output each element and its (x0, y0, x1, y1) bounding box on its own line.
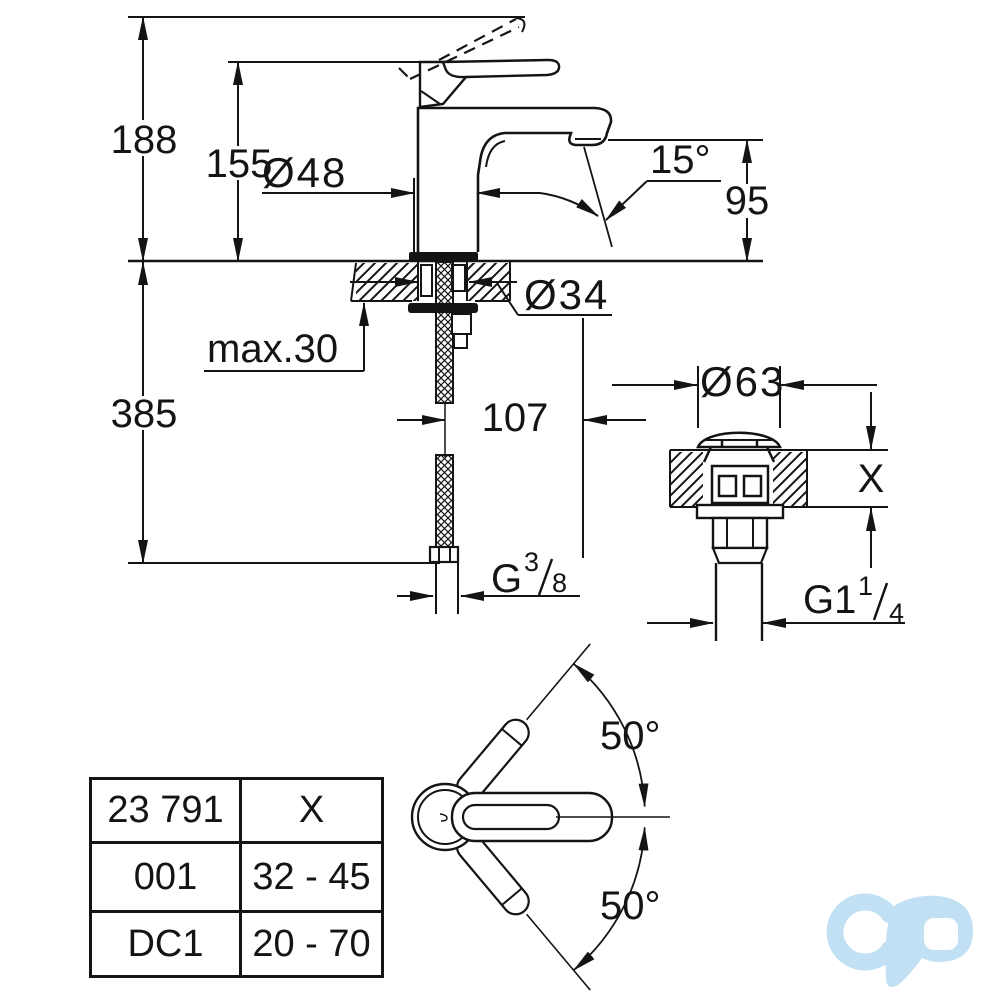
faucet-outline (416, 106, 613, 252)
dim-lever-height: 155 (206, 61, 273, 262)
faucet-base-plate (409, 252, 478, 262)
spec-value-cell: 20 - 70 (239, 910, 381, 975)
dim-label-188: 188 (111, 118, 178, 162)
thread-g38-g: G (491, 557, 522, 601)
dim-label-155: 155 (206, 142, 273, 186)
dim-stream-angle: 15° (539, 138, 721, 221)
hose-upper (435, 261, 454, 404)
waste-window-right (742, 474, 763, 498)
dim-label-d63: Ø63 (700, 358, 785, 405)
spec-value-cell: 32 - 45 (239, 841, 381, 910)
dim-hose-length: 385 (111, 261, 178, 564)
dim-label-x: X (858, 457, 885, 501)
waste-body (669, 431, 888, 641)
dim-label-50-up: 50° (600, 714, 661, 758)
waste-window-left (717, 474, 738, 498)
watermark-logo (826, 893, 973, 987)
spec-code-cell: 001 (92, 841, 239, 910)
water-stream-line (583, 146, 613, 248)
dim-label-15deg: 15° (650, 138, 711, 182)
dim-overall-height: 188 (111, 16, 178, 262)
thread-g114-slash (872, 582, 889, 621)
thread-g114-num: 1 (858, 571, 873, 601)
handle-slot (461, 803, 561, 831)
dim-label-107: 107 (482, 396, 549, 440)
dim-label-d48: Ø48 (262, 149, 347, 196)
handle-lever (441, 58, 561, 79)
handle-base-facet (420, 90, 441, 105)
thread-g114-g: G1 (803, 578, 856, 622)
swing-arc-up (572, 663, 649, 808)
faucet-body (398, 17, 613, 262)
deck-hatch-right (467, 263, 510, 301)
handle-position-up (455, 643, 591, 802)
mounting-flange (408, 303, 478, 313)
connector-block (451, 313, 472, 335)
swing-arc-down (572, 826, 649, 971)
thread-g114-den: 4 (889, 598, 904, 628)
deck-hatch-left (356, 263, 418, 301)
thread-g38-den: 8 (552, 568, 567, 598)
spec-table: 23 791 X 001 32 - 45 DC1 20 - 70 (89, 777, 384, 978)
spec-code-cell: 23 791 (107, 789, 224, 831)
waste-mechanism (710, 464, 770, 505)
logo-d-counter (924, 918, 958, 950)
dim-hose-thread: G 3 8 (397, 547, 580, 601)
dim-spout-reach: 107 (397, 396, 646, 440)
spec-value-cell: X (239, 780, 381, 841)
hose-nut (428, 545, 460, 564)
dim-label-max30: max.30 (207, 327, 338, 371)
spout-inner-curve (485, 140, 506, 168)
logo-c-shape (826, 893, 899, 971)
thread-g38-slash (537, 558, 554, 596)
faucet-side-view: 188 155 95 385 Ø48 15° (111, 16, 770, 614)
dim-base-diameter: Ø48 (262, 149, 540, 198)
dim-waste-thread: G1 1 4 (647, 571, 905, 628)
hose-lower (435, 454, 454, 548)
brand-mark (439, 813, 448, 822)
handle-top-view: 50° 50° (410, 643, 670, 991)
handle-position-down (455, 832, 591, 991)
dim-waste-cap: Ø63 (612, 358, 877, 428)
handle-raised-dashed (398, 18, 520, 80)
waste-assembly-view: Ø63 (612, 358, 905, 641)
waste-shoulder (711, 546, 769, 565)
waste-flange (695, 503, 785, 520)
connector-block-2 (453, 333, 468, 349)
waste-slab-hatch-right (773, 452, 807, 506)
thread-g38-num: 3 (524, 547, 539, 577)
waste-slab-hatch-left (671, 452, 703, 506)
mounting-assembly (350, 261, 511, 614)
dim-label-d34: Ø34 (524, 271, 609, 318)
dim-spout-height: 95 (725, 139, 770, 262)
spec-code-cell: DC1 (92, 910, 239, 975)
dim-label-385: 385 (111, 392, 178, 436)
handle-raised-tip (515, 17, 526, 33)
dim-deck-thickness: X (858, 392, 885, 568)
dim-deck-max: max.30 (204, 302, 369, 372)
waste-nut (711, 516, 769, 550)
dim-label-50-down: 50° (600, 884, 661, 928)
dim-label-95: 95 (725, 179, 770, 223)
